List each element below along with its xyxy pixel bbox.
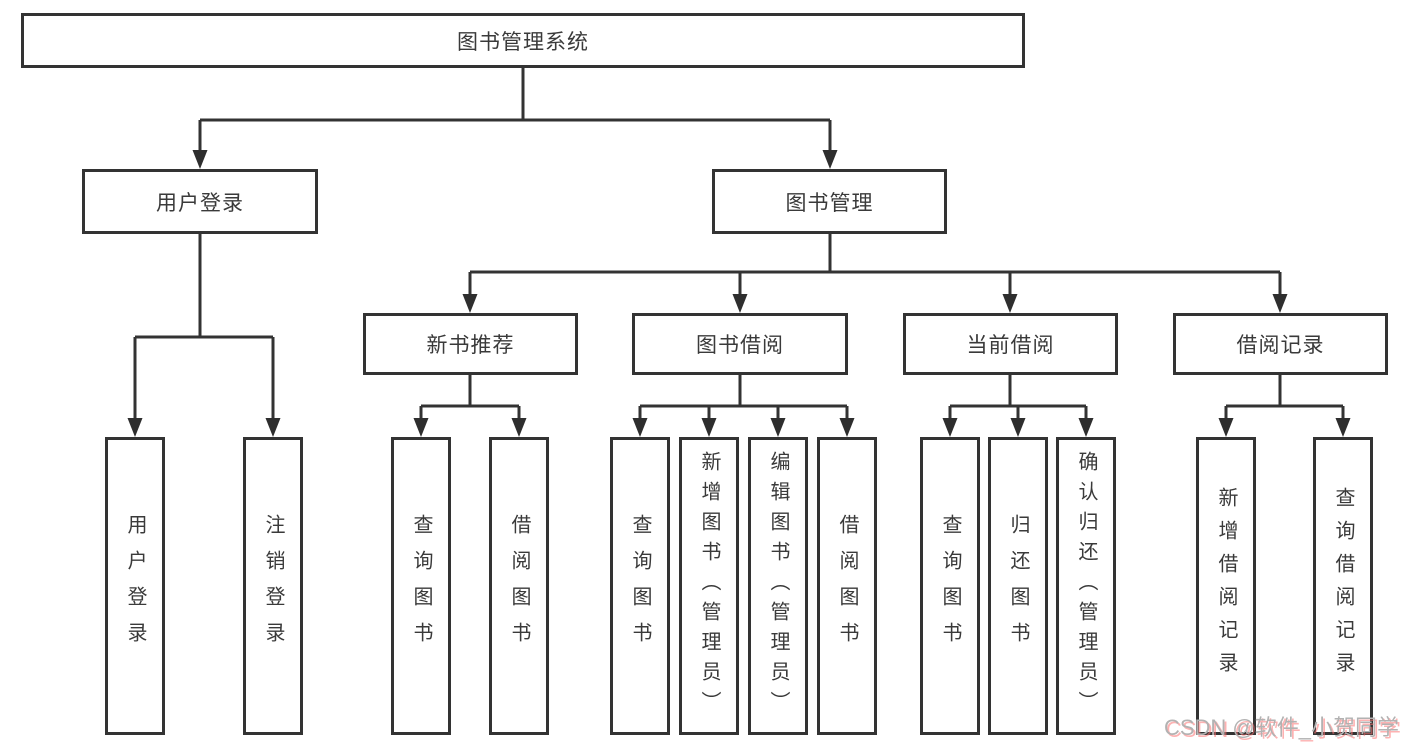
arrowhead-leaf-10 [1010, 418, 1026, 437]
arrowhead-leaf-13 [1335, 418, 1351, 437]
arrowhead-book-borrow [732, 294, 748, 313]
connector-userlogin-to-children [133, 234, 275, 420]
leaf-edit-books-admin-label: 编辑图书（管理员） [767, 451, 789, 721]
node-user-login: 用户登录 [82, 169, 318, 234]
arrowhead-leaf-12 [1218, 418, 1234, 437]
leaf-query-borrow-record-label: 查询借阅记录 [1332, 487, 1354, 685]
arrowhead-leaf-5 [632, 418, 648, 437]
arrowhead-current-borrow [1002, 294, 1018, 313]
arrowhead-leaf-3 [413, 418, 429, 437]
leaf-query-borrow-record: 查询借阅记录 [1313, 437, 1373, 735]
leaf-add-books-admin-label: 新增图书（管理员） [698, 451, 720, 721]
arrowhead-borrow-records [1272, 294, 1288, 313]
connector-borrowrecords-to-children [1224, 375, 1345, 421]
leaf-edit-books-admin: 编辑图书（管理员） [748, 437, 808, 735]
connector-bookmgmt-to-level3 [468, 234, 1282, 296]
arrowhead-leaf-2 [265, 418, 281, 437]
arrowhead-leaf-1 [127, 418, 143, 437]
connector-currentborrow-to-children [948, 375, 1088, 421]
connector-root-to-level2 [198, 68, 832, 152]
leaf-add-borrow-record: 新增借阅记录 [1196, 437, 1256, 735]
arrowhead-user-login [192, 150, 208, 169]
leaf-borrow-books-2: 借阅图书 [817, 437, 877, 735]
node-book-management-label: 图书管理 [785, 191, 874, 215]
arrowhead-leaf-7 [770, 418, 786, 437]
leaf-query-books-3: 查询图书 [920, 437, 980, 735]
leaf-query-books-1: 查询图书 [391, 437, 451, 735]
node-borrow-records-label: 借阅记录 [1236, 334, 1325, 357]
node-current-borrow-label: 当前借阅 [966, 334, 1055, 357]
arrowhead-leaf-6 [701, 418, 717, 437]
leaf-return-books-label: 归还图书 [1007, 514, 1029, 658]
node-new-book-rec-label: 新书推荐 [426, 334, 515, 357]
connector-newbookrec-to-children [419, 375, 521, 421]
node-current-borrow: 当前借阅 [903, 313, 1118, 375]
leaf-query-books-3-label: 查询图书 [939, 514, 961, 658]
node-book-borrow: 图书借阅 [632, 313, 848, 375]
leaf-borrow-books-2-label: 借阅图书 [836, 514, 858, 658]
leaf-borrow-books-1-label: 借阅图书 [508, 514, 530, 658]
leaf-query-books-2-label: 查询图书 [629, 514, 651, 658]
leaf-confirm-return-admin: 确认归还（管理员） [1056, 437, 1116, 735]
leaf-query-books-2: 查询图书 [610, 437, 670, 735]
node-book-management: 图书管理 [712, 169, 947, 234]
node-borrow-records: 借阅记录 [1173, 313, 1388, 375]
node-root: 图书管理系统 [21, 13, 1025, 68]
leaf-user-login: 用户登录 [105, 437, 165, 735]
connector-bookborrow-to-children [638, 375, 849, 421]
leaf-logout: 注销登录 [243, 437, 303, 735]
arrowhead-new-book-rec [462, 294, 478, 313]
leaf-query-books-1-label: 查询图书 [410, 514, 432, 658]
arrowhead-leaf-9 [942, 418, 958, 437]
node-book-borrow-label: 图书借阅 [696, 334, 784, 357]
node-user-login-label: 用户登录 [156, 191, 244, 215]
leaf-logout-label: 注销登录 [262, 514, 284, 658]
arrowhead-leaf-11 [1078, 418, 1094, 437]
node-root-label: 图书管理系统 [457, 30, 589, 54]
node-new-book-rec: 新书推荐 [363, 313, 578, 375]
arrowhead-leaf-4 [511, 418, 527, 437]
leaf-user-login-label: 用户登录 [124, 514, 146, 658]
leaf-add-borrow-record-label: 新增借阅记录 [1215, 487, 1237, 685]
csdn-watermark: CSDN @软件_小贺同学 [1163, 715, 1399, 740]
leaf-add-books-admin: 新增图书（管理员） [679, 437, 739, 735]
arrowhead-book-management [822, 150, 838, 169]
arrowhead-leaf-8 [839, 418, 855, 437]
leaf-return-books: 归还图书 [988, 437, 1048, 735]
leaf-confirm-return-admin-label: 确认归还（管理员） [1075, 451, 1097, 721]
leaf-borrow-books-1: 借阅图书 [489, 437, 549, 735]
